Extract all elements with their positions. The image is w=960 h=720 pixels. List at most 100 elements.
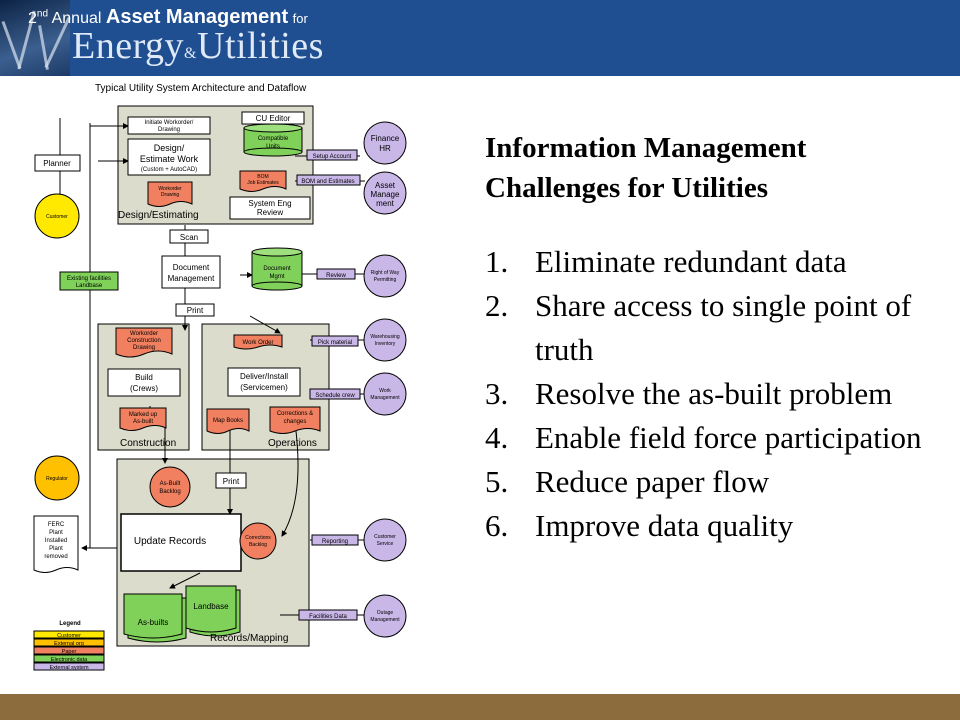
bom-label: Job Estimates [247, 180, 279, 186]
footer-bar [0, 694, 960, 720]
work-management-circle [363, 372, 407, 416]
challenge-text: Improve data quality [535, 508, 794, 543]
challenge-number: 4. [485, 420, 509, 455]
map-books-doc: Map Books [206, 408, 250, 434]
corrections-backlog-label: Corrections [245, 535, 271, 541]
print-bottom-label: Print [223, 477, 240, 486]
update-records-box [120, 513, 242, 572]
legend-swatch [33, 646, 105, 655]
scan-box [169, 229, 209, 244]
finance-hr-label: Finance [371, 134, 400, 143]
document-management-label: Document [173, 263, 210, 272]
challenges-list: 1.Eliminate redundant data 2.Share acces… [485, 240, 955, 548]
build-crews-box [107, 368, 181, 397]
workorder-drawing-label: Drawing [161, 192, 180, 198]
deliver-install-label: (Servicemen) [240, 383, 288, 392]
ferc-label: FERC [48, 522, 65, 528]
challenge-item: 4. Enable field force participation [485, 416, 955, 460]
initiate-workorder-box [127, 116, 211, 135]
outage-management-label: Outage [377, 610, 394, 616]
asset-management-label: Manage [371, 190, 400, 199]
architecture-diagram: Typical Utility System Architecture and … [33, 83, 407, 671]
challenge-text: Enable field force participation [535, 420, 922, 455]
customer-label: Customer [46, 214, 68, 220]
workorder-construction-label: Workorder [130, 331, 158, 337]
challenge-number: 3. [485, 376, 509, 411]
document-management-label: Management [168, 274, 215, 283]
info-title-line: Challenges for Utilities [485, 172, 768, 204]
setup-account-box [306, 149, 358, 161]
planner-box [34, 154, 81, 172]
build-crews-label: Build [135, 373, 153, 382]
corrections-changes-label: changes [284, 419, 307, 425]
asbuilts-label: As-builts [138, 618, 169, 627]
challenge-number: 5. [485, 464, 509, 499]
ferc-doc: FERC Plant Installed Plant removed [33, 515, 79, 573]
existing-facilities-box [59, 271, 119, 291]
pick-material-label: Pick material [318, 340, 352, 346]
work-management-label: Work [379, 388, 391, 394]
banner-subtitle: 2nd Annual Asset Management for [28, 6, 308, 28]
deliver-install-label: Deliver/Install [240, 372, 288, 381]
bom-estimates-doc: BOM Job Estimates [239, 170, 287, 192]
legend-swatch [33, 662, 105, 671]
work-order-doc: Work Order [233, 334, 283, 350]
challenge-item: 5.Reduce paper flow [485, 460, 955, 504]
cu-editor-label: CU Editor [256, 114, 291, 123]
reporting-box [311, 534, 359, 546]
regulator-label: Regulator [46, 476, 68, 482]
marked-up-asbuilt-doc: Marked up As-built [119, 407, 167, 431]
scan-label: Scan [180, 233, 198, 242]
legend: Legend Customer External org Paper Elect… [33, 621, 105, 671]
right-of-way-label: Permitting [374, 277, 397, 283]
right-of-way-circle [363, 254, 407, 298]
asbuilt-backlog-label: As-Built [160, 481, 181, 487]
design-estimate-label: Estimate Work [140, 154, 199, 164]
marked-up-label: As-built [133, 419, 153, 425]
design-estimate-box [127, 138, 211, 176]
bom-label: BOM [257, 174, 268, 180]
reporting-label: Reporting [322, 539, 348, 545]
right-of-way-label: Right of Way [371, 270, 400, 276]
info-title: Information Management Challenges for Ut… [485, 128, 945, 208]
ferc-label: Installed [45, 538, 67, 544]
compatible-units-label: Units [266, 144, 280, 150]
design-estimate-label: (Custom + AutoCAD) [141, 167, 197, 173]
corrections-backlog-circle: Corrections Backlog [239, 522, 277, 560]
challenge-item: 6. Improve data quality [485, 504, 955, 548]
finance-hr-circle [363, 121, 407, 165]
workorder-construction-label: Drawing [133, 345, 155, 351]
setup-account-label: Setup Account [313, 154, 352, 160]
warehousing-circle [363, 318, 407, 362]
review-label: Review [326, 273, 346, 279]
customer-service-circle [363, 518, 407, 562]
legend-item: Customer [57, 633, 81, 639]
group-records-label: Records/Mapping [210, 633, 288, 644]
existing-facilities-label: Existing facilities [67, 276, 111, 282]
ferc-label: removed [44, 554, 67, 560]
asset-management-label: Asset [375, 181, 396, 190]
warehousing-label: Warehousing [370, 334, 399, 340]
group-operations-label: Operations [268, 438, 317, 449]
banner-photo [0, 0, 71, 76]
system-eng-label: Review [257, 208, 283, 217]
map-books-label: Map Books [213, 418, 243, 424]
ferc-label: Plant [49, 530, 63, 536]
header-banner: 2nd Annual Asset Management for Energy&U… [0, 0, 960, 76]
banner-title: Energy&Utilities [72, 25, 324, 67]
connector [281, 422, 299, 537]
planner-label: Planner [43, 159, 71, 168]
review-box [316, 268, 356, 280]
compatible-units-db: Compatible Units [243, 123, 303, 157]
asbuilt-backlog-circle: As-Built Backlog [149, 466, 191, 508]
challenge-number: 6. [485, 508, 509, 543]
compatible-units-label: Compatible [258, 136, 289, 142]
challenge-number: 2. [485, 288, 509, 323]
legend-item: External org [54, 641, 84, 647]
warehousing-label: Inventory [375, 341, 396, 347]
document-mgmt-db: Document Mgmt [251, 247, 303, 291]
update-records-label: Update Records [134, 536, 206, 547]
asbuilt-backlog-label: Backlog [159, 489, 180, 495]
legend-title: Legend [59, 621, 81, 627]
connector [249, 315, 281, 334]
